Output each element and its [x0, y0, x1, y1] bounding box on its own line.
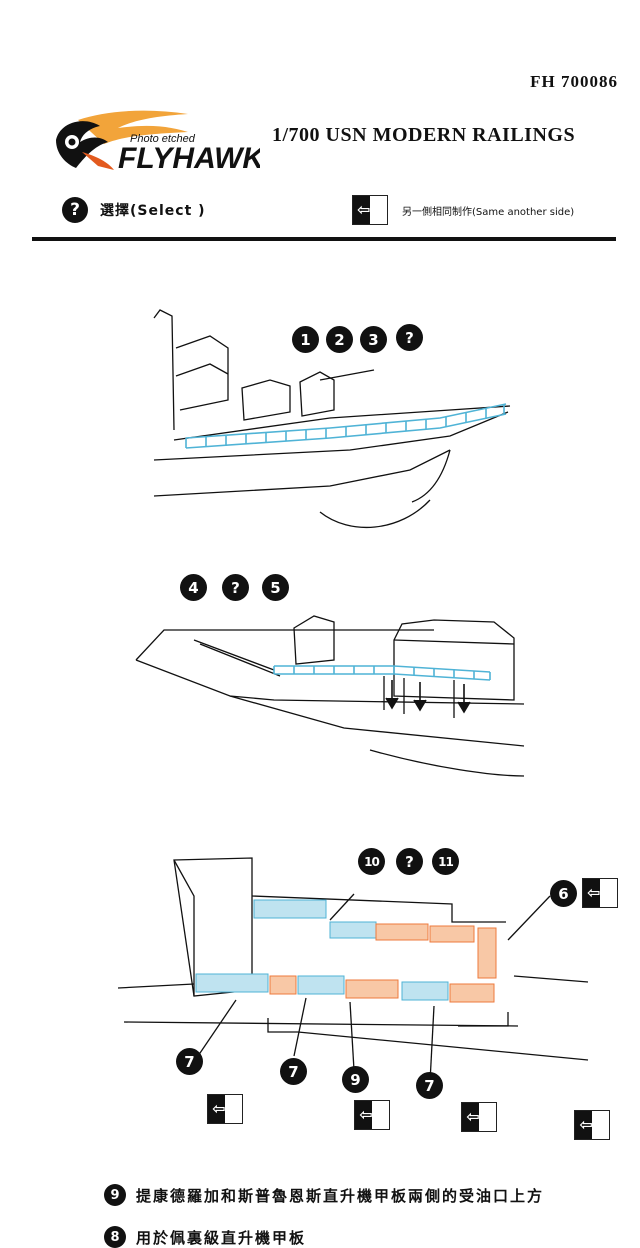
header-divider: [32, 237, 616, 241]
mirror-side-icon: ⇦: [574, 1110, 611, 1140]
part-badge: 10: [358, 848, 385, 875]
part-badge: 7: [416, 1072, 443, 1099]
question-badge: ?: [396, 848, 423, 875]
diagram-bow: [153, 309, 511, 529]
mirror-side-icon: ⇦: [354, 1100, 391, 1130]
brand-tag: Photo etched: [130, 133, 196, 145]
mirror-side-icon: ⇦: [461, 1102, 498, 1132]
part-badge: 1: [292, 326, 319, 353]
mirror-side-icon: ⇦: [352, 195, 388, 225]
question-badge: ?: [396, 324, 423, 351]
legend-side-label: 另一側相同制作(Same another side): [402, 206, 575, 218]
part-badge: 11: [432, 848, 459, 875]
part-badge: 5: [262, 574, 289, 601]
part-badge: 2: [326, 326, 353, 353]
part-badge: 4: [180, 574, 207, 601]
note-8: 8 用於佩裏級直升機甲板: [104, 1226, 306, 1248]
note-text: 用於佩裏級直升機甲板: [136, 1228, 307, 1247]
note-badge: 8: [104, 1226, 126, 1248]
part-badge: 6: [550, 880, 577, 907]
legend-select: ? 選擇(Select ): [62, 196, 206, 224]
product-code: FH 700086: [530, 72, 618, 91]
mirror-side-icon: ⇦: [582, 878, 618, 908]
brand-name: FLYHAWK: [118, 142, 260, 175]
mirror-side-icon: ⇦: [207, 1094, 244, 1124]
flyhawk-logo: Photo etched FLYHAWK: [56, 110, 260, 175]
note-9: 9 提康德羅加和斯普魯恩斯直升機甲板兩側的受油口上方: [104, 1184, 544, 1206]
question-badge: ?: [222, 574, 249, 601]
question-icon: ?: [62, 197, 88, 223]
part-badge: 9: [342, 1066, 369, 1093]
note-badge: 9: [104, 1184, 126, 1206]
diagram-superstructure: [135, 615, 525, 777]
note-text: 提康德羅加和斯普魯恩斯直升機甲板兩側的受油口上方: [136, 1186, 545, 1205]
page-title: 1/700 USN MODERN RAILINGS: [272, 124, 576, 146]
part-badge: 7: [176, 1048, 203, 1075]
diagram-helideck: [118, 857, 589, 1083]
legend-same-side: ⇦ 另一側相同制作(Same another side): [352, 195, 575, 225]
part-badge: 7: [280, 1058, 307, 1085]
part-badge: 3: [360, 326, 387, 353]
legend-select-label: 選擇(Select ): [100, 203, 206, 219]
